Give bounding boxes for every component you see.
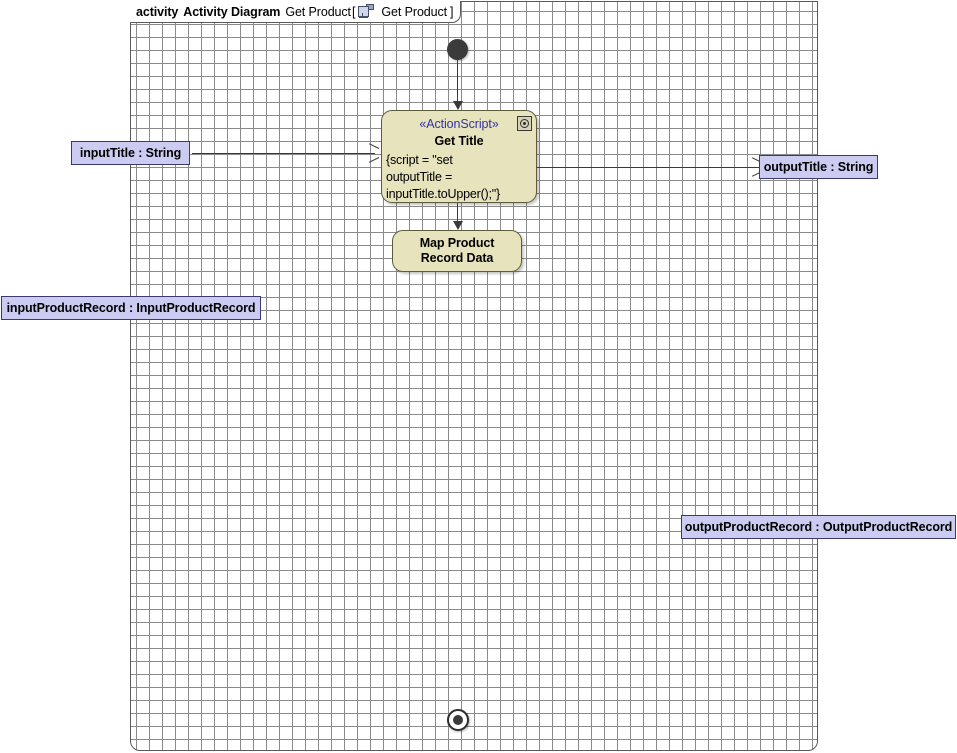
parameter-node-output-product-record[interactable]: outputProductRecord : OutputProductRecor…: [681, 515, 956, 539]
parameter-label: outputTitle : String: [763, 160, 874, 174]
parameter-label: outputProductRecord : OutputProductRecor…: [684, 520, 953, 534]
initial-node[interactable]: [447, 39, 468, 60]
edge-initial-to-get-title[interactable]: [457, 60, 458, 104]
arrowhead-get-title-to-map-product: [453, 221, 463, 230]
parameter-label: inputProductRecord : InputProductRecord: [6, 301, 256, 315]
script-line-1: {script = "set: [386, 153, 453, 167]
node-title: Get Title: [434, 134, 484, 148]
diagram-reference-label: Get Product: [381, 4, 448, 19]
activity-node-map-product-record-data[interactable]: Map Product Record Data: [392, 230, 522, 272]
diagram-type-label: Activity Diagram: [183, 4, 281, 19]
bracket-open: [: [351, 4, 356, 19]
node-title-line-1: Map Product: [419, 236, 495, 250]
behavior-icon: [517, 116, 532, 131]
diagram-name-label: Get Product: [285, 4, 351, 19]
edge-get-title-to-map-product[interactable]: [457, 203, 458, 226]
edge-get-title-to-output-title[interactable]: [537, 167, 760, 168]
activity-final-node[interactable]: [447, 709, 469, 731]
node-title-line-2: Record Data: [420, 251, 494, 265]
bracket-close: ]: [450, 4, 454, 19]
diagram-kind-label: activity: [136, 4, 179, 19]
node-stereotype: «ActionScript»: [419, 117, 499, 131]
activity-reference-icon: [358, 4, 375, 19]
diagram-frame-header[interactable]: activity Activity Diagram Get Product [ …: [130, 1, 461, 23]
activity-node-get-title[interactable]: «ActionScript» Get Title {script = "set …: [381, 110, 537, 203]
parameter-label: inputTitle : String: [79, 146, 182, 160]
arrowhead-input-title-to-get-title: [368, 147, 378, 159]
script-line-2: outputTitle =: [386, 170, 453, 184]
parameter-node-input-product-record[interactable]: inputProductRecord : InputProductRecord: [1, 296, 261, 320]
node-script-body: {script = "set outputTitle = inputTitle.…: [382, 152, 536, 203]
script-line-3: inputTitle.toUpper();"}: [386, 187, 501, 201]
parameter-node-input-title[interactable]: inputTitle : String: [71, 141, 190, 165]
parameter-node-output-title[interactable]: outputTitle : String: [759, 155, 878, 179]
arrowhead-initial-to-get-title: [453, 101, 463, 110]
edge-input-title-to-get-title[interactable]: [192, 153, 375, 154]
